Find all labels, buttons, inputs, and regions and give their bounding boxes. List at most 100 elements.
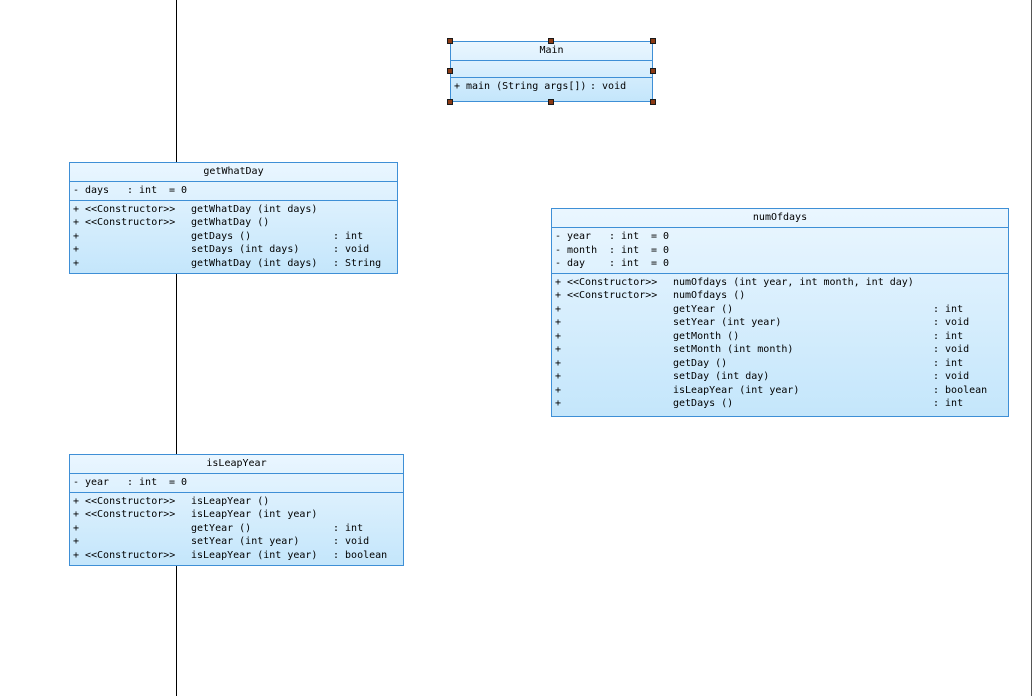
operation-visibility: + <box>555 290 562 301</box>
attribute-row[interactable]: -day: int= 0 <box>555 257 1008 271</box>
operation-row[interactable]: +<<Constructor>>getWhatDay (int days) <box>73 203 397 217</box>
operation-row[interactable]: +getDays (): int <box>555 397 1008 411</box>
attribute-type: : int <box>609 244 640 256</box>
class-isleapyear[interactable]: isLeapYear -year: int= 0 +<<Constructor>… <box>69 454 404 566</box>
class-isleapyear-operations: +<<Constructor>>isLeapYear ()+<<Construc… <box>70 493 403 565</box>
operation-row[interactable]: +setYear (int year): void <box>555 316 1008 330</box>
operation-stereotype <box>85 257 191 271</box>
operation-stereotype <box>85 243 191 257</box>
attribute-name: year <box>85 477 110 488</box>
selection-handle-bottom-left[interactable] <box>447 99 453 105</box>
class-main[interactable]: Main +main (String args[]): void <box>450 41 653 102</box>
operation-return-type: : void <box>333 536 370 547</box>
operation-return-type: : int <box>933 303 964 315</box>
operation-visibility: + <box>73 257 80 269</box>
operation-row[interactable]: +setDays (int days): void <box>73 243 397 257</box>
attribute-type: : int <box>609 231 640 242</box>
attribute-visibility: - <box>73 477 80 488</box>
selection-handle-middle-right[interactable] <box>650 68 656 74</box>
class-getwhatday[interactable]: getWhatDay -days: int= 0 +<<Constructor>… <box>69 162 398 274</box>
operation-visibility: + <box>73 244 80 255</box>
operation-row[interactable]: + getYear () : int <box>73 522 403 536</box>
class-main-title: Main <box>451 42 652 61</box>
operation-row[interactable]: +setDay (int day): void <box>555 370 1008 384</box>
operation-signature: setYear (int year) <box>191 536 300 547</box>
operation-visibility: + <box>73 495 80 507</box>
attribute-name: month <box>567 244 598 256</box>
operation-stereotype <box>567 343 673 357</box>
operation-return-type: : int <box>333 522 364 534</box>
attribute-row[interactable]: -days: int= 0 <box>73 184 397 198</box>
operation-stereotype: <<Constructor>> <box>567 276 658 288</box>
selection-handle-bottom-right[interactable] <box>650 99 656 105</box>
operation-visibility: + <box>555 317 562 328</box>
operation-row[interactable]: +getWhatDay (int days): String <box>73 257 397 271</box>
attribute-type: : int <box>127 185 158 196</box>
operation-signature: isLeapYear (int year) <box>191 549 318 561</box>
operation-visibility: + <box>73 522 80 534</box>
selection-handle-top-left[interactable] <box>447 38 453 44</box>
selection-handle-bottom-middle[interactable] <box>548 99 554 105</box>
operation-return-type: : boolean <box>933 384 988 396</box>
operation-row[interactable]: + <<Constructor>> isLeapYear () <box>73 495 403 509</box>
operation-row[interactable]: +getDay (): int <box>555 357 1008 371</box>
operation-return-type: : void <box>933 317 970 328</box>
operation-return-type: : int <box>933 330 964 342</box>
attribute-type: : int <box>609 258 640 269</box>
attribute-name: day <box>567 258 586 269</box>
operation-visibility: + <box>73 549 80 561</box>
attribute-initial-value: = 0 <box>651 231 670 242</box>
operation-visibility: + <box>555 384 562 396</box>
operation-stereotype <box>567 330 673 344</box>
operation-signature: getDays () <box>673 398 734 409</box>
operation-row[interactable]: + setYear (int year) : void <box>73 535 403 549</box>
operation-return-type: : void <box>590 81 627 92</box>
operation-stereotype <box>567 357 673 371</box>
operation-signature: getWhatDay (int days) <box>191 203 318 215</box>
operation-row[interactable]: +setMonth (int month): void <box>555 343 1008 357</box>
operation-row[interactable]: +getYear (): int <box>555 303 1008 317</box>
operation-stereotype <box>567 384 673 398</box>
operation-row[interactable]: +main (String args[]): void <box>454 80 652 94</box>
class-isleapyear-attributes: -year: int= 0 <box>70 474 403 493</box>
operation-return-type: : int <box>333 230 364 242</box>
operation-visibility: + <box>73 536 80 547</box>
operation-signature: isLeapYear (int year) <box>673 384 800 396</box>
operation-signature: setDay (int day) <box>673 371 770 382</box>
operation-return-type: : String <box>333 257 382 269</box>
operation-stereotype <box>85 535 191 549</box>
operation-stereotype: <<Constructor>> <box>85 495 176 507</box>
operation-stereotype <box>567 303 673 317</box>
attribute-type: : int <box>127 477 158 488</box>
operation-row[interactable]: +<<Constructor>>numOfdays () <box>555 289 1008 303</box>
operation-stereotype: <<Constructor>> <box>85 217 176 228</box>
operation-row[interactable]: +getMonth (): int <box>555 330 1008 344</box>
attribute-row[interactable]: -year: int= 0 <box>555 230 1008 244</box>
attribute-row[interactable]: -month: int= 0 <box>555 244 1008 258</box>
operation-row[interactable]: +<<Constructor>>getWhatDay () <box>73 216 397 230</box>
operation-row[interactable]: +<<Constructor>>numOfdays (int year, int… <box>555 276 1008 290</box>
attribute-row[interactable]: -year: int= 0 <box>73 476 403 490</box>
selection-handle-top-right[interactable] <box>650 38 656 44</box>
operation-return-type: : int <box>933 357 964 369</box>
class-main-operations: +main (String args[]): void <box>451 78 652 96</box>
operation-visibility: + <box>73 203 80 215</box>
class-getwhatday-title: getWhatDay <box>70 163 397 182</box>
operation-signature: setMonth (int month) <box>673 344 794 355</box>
selection-handle-middle-left[interactable] <box>447 68 453 74</box>
operation-visibility: + <box>555 357 562 369</box>
operation-row[interactable]: +getDays (): int <box>73 230 397 244</box>
class-numofdays-operations: +<<Constructor>>numOfdays (int year, int… <box>552 274 1008 413</box>
operation-signature: getWhatDay () <box>191 217 270 228</box>
operation-signature: getYear () <box>191 522 252 534</box>
attribute-visibility: - <box>555 231 562 242</box>
operation-row[interactable]: + isLeapYear (int year) : boolean <box>555 384 1008 398</box>
class-numofdays[interactable]: numOfdays -year: int= 0-month: int= 0-da… <box>551 208 1009 417</box>
operation-row[interactable]: +<<Constructor>>isLeapYear (int year): b… <box>73 549 403 563</box>
operation-row[interactable]: +<<Constructor>>isLeapYear (int year) <box>73 508 403 522</box>
selection-handle-top-middle[interactable] <box>548 38 554 44</box>
operation-signature: isLeapYear (int year) <box>191 509 318 520</box>
operation-visibility: + <box>555 398 562 409</box>
operation-signature: isLeapYear () <box>191 495 270 507</box>
operation-return-type: : void <box>933 371 970 382</box>
